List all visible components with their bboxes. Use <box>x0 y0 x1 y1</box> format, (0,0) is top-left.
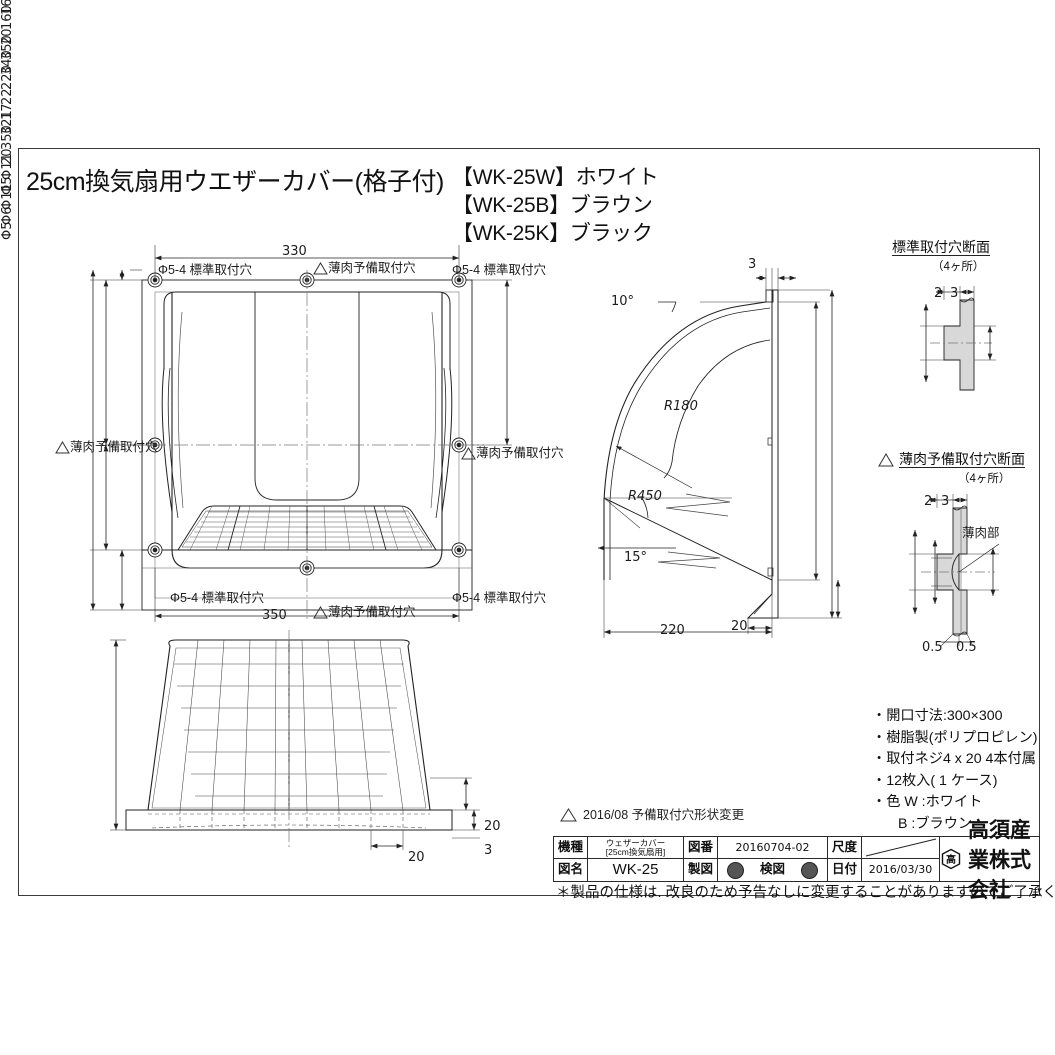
detail-spare-dim-b: 3 <box>941 494 950 509</box>
model-item-k: 【WK-25K】ブラック <box>452 222 653 245</box>
spec-item-4: ・色 W :ホワイト <box>872 794 983 811</box>
tb-label-kenzu: 検図 <box>759 862 785 877</box>
detail-spare-subtitle: （4ヶ所） <box>958 473 1011 485</box>
bottom-dim-pitch: 20 <box>408 850 425 865</box>
side-angle-top: 10° <box>611 294 635 309</box>
side-dim-foot-w: 20 <box>731 619 748 634</box>
front-label-spare-hole-left-text: 薄肉予備取付穴 <box>70 440 158 455</box>
warning-triangle-icon <box>461 447 476 460</box>
front-label-spare-hole-top: 薄肉予備取付穴 <box>313 262 416 275</box>
front-label-spare-hole-bottom-text: 薄肉予備取付穴 <box>328 605 416 620</box>
bottom-dim-base-t: 3 <box>484 843 493 858</box>
front-label-standard-hole-bl: Φ5-4 標準取付穴 <box>170 591 265 605</box>
tb-label-shakudo: 尺度 <box>828 837 862 859</box>
detail-standard-dim-a: 2 <box>934 286 943 301</box>
warning-triangle-icon <box>878 453 894 467</box>
tb-label-zumei: 図名 <box>554 859 588 881</box>
company-name-block: 高 高須産業株式会社 <box>940 819 1039 902</box>
detail-standard-drawing <box>920 286 996 391</box>
front-view-drawing <box>90 245 512 622</box>
bottom-dim-base-h: 20 <box>484 819 501 834</box>
side-view-drawing <box>598 268 842 638</box>
spec-item-1: ・樹脂製(ポリプロピレン) <box>872 729 1038 746</box>
side-dim-lip: 3 <box>748 257 757 272</box>
detail-spare-dim-t-right: 0.5 <box>956 640 977 655</box>
side-radius-outer: R450 <box>628 489 662 504</box>
title-block-grid: 機種 ウェザーカバー [25cm換気扇用] 図番 20160704-02 尺度 … <box>554 837 940 881</box>
tb-value-kishu-line2: [25cm換気扇用] <box>605 846 666 857</box>
side-angle-bottom: 15° <box>624 550 648 565</box>
front-dim-bottom-width: 350 <box>262 608 287 623</box>
warning-triangle-icon <box>313 262 328 275</box>
warning-triangle-icon <box>55 441 70 454</box>
front-label-spare-hole-bottom: 薄肉予備取付穴 <box>313 606 416 619</box>
warning-triangle-icon <box>560 808 577 822</box>
tb-label-zuban: 図番 <box>684 837 718 859</box>
detail-standard-subtitle: （4ヶ所） <box>932 261 985 273</box>
detail-spare-title: 薄肉予備取付穴断面 <box>899 451 1025 468</box>
detail-spare-drawing <box>909 494 1000 647</box>
tb-value-kishu-line1: ウェザーカバー <box>605 837 666 848</box>
front-label-standard-hole-tl: Φ5-4 標準取付穴 <box>158 263 253 277</box>
spec-item-2: ・取付ネジ4 x 20 4本付属 <box>872 751 1036 768</box>
spec-item-color-b: B :ブラウン <box>898 815 973 832</box>
hexagon-logo-icon: 高 <box>941 848 961 870</box>
revision-note: 2016/08 予備取付穴形状変更 <box>560 808 744 822</box>
bottom-view-drawing <box>110 630 480 850</box>
tb-label-kishu: 機種 <box>554 837 588 859</box>
side-dim-depth: 220 <box>660 623 685 638</box>
model-item-w: 【WK-25W】ホワイト <box>452 166 659 189</box>
detail-spare-callout: 薄肉部 <box>962 526 1000 540</box>
model-list: 【WK-25W】ホワイト 【WK-25B】ブラウン 【WK-25K】ブラック <box>452 166 659 245</box>
side-radius-inner: R180 <box>664 399 698 414</box>
front-label-spare-hole-right: 薄肉予備取付穴 <box>461 447 564 460</box>
company-logo-icon: 高 <box>940 848 962 870</box>
detail-standard-title: 標準取付穴断面 <box>892 239 990 256</box>
seal-stamp-icon <box>801 861 818 879</box>
model-item-b: 【WK-25B】ブラウン <box>452 194 653 217</box>
spec-item-3: ・12枚入( 1 ケース) <box>872 772 998 789</box>
diagonal-slash-icon <box>865 838 936 857</box>
svg-text:高: 高 <box>946 853 956 866</box>
spec-item-0: ・開口寸法:300×300 <box>872 708 1003 724</box>
drawing-frame <box>18 148 1040 896</box>
disclaimer: ＊製品の仕様は. 改良のため予告なしに変更することがありますのでご了承ください。 <box>556 885 1055 901</box>
tb-value-zuban: 20160704-02 <box>718 837 828 859</box>
warning-triangle-icon <box>313 606 328 619</box>
tb-value-kishu: ウェザーカバー [25cm換気扇用] <box>588 837 684 859</box>
tb-label-seizu: 製図 <box>684 859 718 881</box>
page-title: 25cm換気扇用ウエザーカバー(格子付) <box>26 168 444 196</box>
front-label-spare-hole-right-text: 薄肉予備取付穴 <box>476 446 564 461</box>
front-label-standard-hole-tr: Φ5-4 標準取付穴 <box>452 263 547 277</box>
front-label-spare-hole-top-text: 薄肉予備取付穴 <box>328 261 416 276</box>
tb-value-hizuke: 2016/03/30 <box>862 859 940 881</box>
tb-value-seizu: 検図 <box>718 859 828 881</box>
detail-spare-dim-a: 2 <box>924 494 933 509</box>
front-label-standard-hole-br: Φ5-4 標準取付穴 <box>452 591 547 605</box>
front-dim-top-width: 330 <box>282 244 307 259</box>
detail-spare-dia-inner: Φ5 <box>0 221 15 240</box>
front-label-spare-hole-left: 薄肉予備取付穴 <box>55 441 158 454</box>
detail-spare-dim-t-left: 0.5 <box>922 640 943 655</box>
detail-standard-dim-b: 3 <box>950 286 959 301</box>
title-block: 機種 ウェザーカバー [25cm換気扇用] 図番 20160704-02 尺度 … <box>553 819 1040 902</box>
detail-spare-title-row: 薄肉予備取付穴断面 <box>878 452 1025 468</box>
seal-stamp-icon <box>726 861 744 879</box>
tb-value-zumei: WK-25 <box>588 859 684 881</box>
tb-label-hizuke: 日付 <box>828 859 862 881</box>
revision-note-text: 2016/08 予備取付穴形状変更 <box>583 807 745 822</box>
tb-value-shakudo <box>862 837 940 859</box>
company-name: 高須産業株式会社 <box>968 819 1031 902</box>
